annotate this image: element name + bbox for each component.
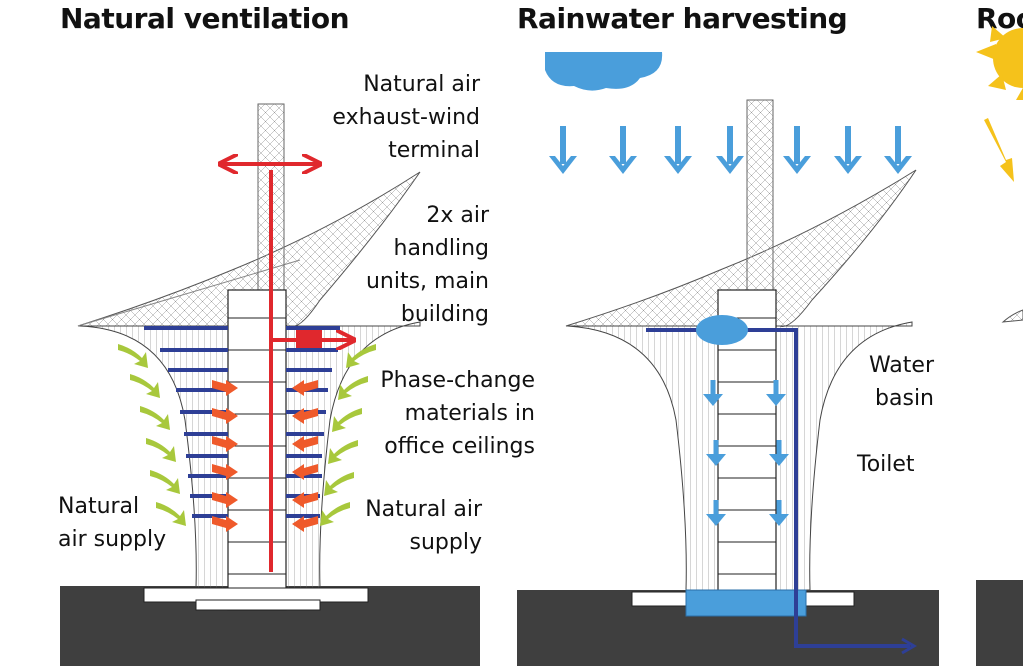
- cloud-icon: [545, 52, 663, 91]
- label-natural-air-supply-right: Natural air supply: [365, 497, 482, 555]
- label-phase-change: Phase-change materials in office ceiling…: [380, 368, 535, 459]
- panel-title-ventilation: Natural ventilation: [60, 2, 350, 35]
- sun-ray-arrow: [984, 118, 1014, 182]
- label-air-handling-units: 2x air handling units, main building: [365, 203, 489, 327]
- label-exhaust-terminal: Natural air exhaust-wind terminal: [332, 72, 480, 163]
- ventilation-panel: [60, 103, 480, 666]
- rain-arrows: [549, 126, 912, 174]
- air-handling-unit: [296, 330, 322, 348]
- panel-title-rainwater: Rainwater harvesting: [517, 2, 848, 35]
- building-core: [227, 289, 287, 611]
- label-water-basin: Water basin: [868, 353, 934, 411]
- label-natural-air-supply-left: Natural air supply: [58, 494, 167, 552]
- storage-cistern: [685, 589, 807, 617]
- water-basin-tank: [696, 315, 748, 345]
- rainwater-panel: [517, 52, 939, 666]
- label-toilet: Toilet: [857, 452, 915, 477]
- roof-panel: [976, 26, 1023, 666]
- sun-icon: [976, 26, 1023, 100]
